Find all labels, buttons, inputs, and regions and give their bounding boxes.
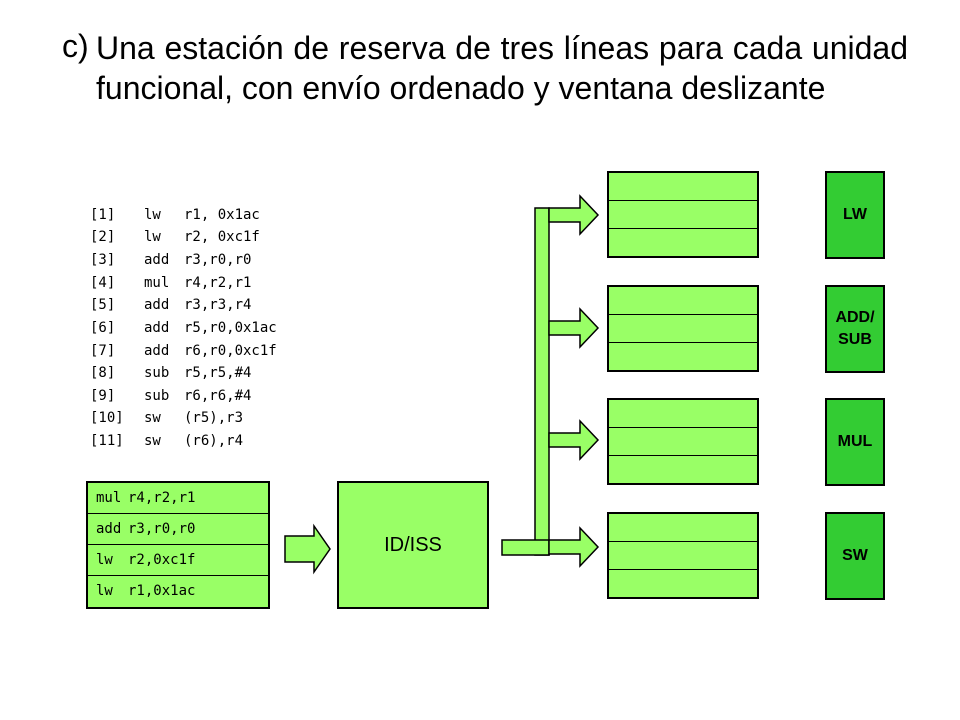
rs-entry bbox=[609, 542, 757, 570]
arrow-to-rs-addsub bbox=[548, 307, 600, 349]
opcode: add bbox=[144, 320, 170, 336]
slide-title: Una estación de reserva de tres líneas p… bbox=[96, 30, 908, 106]
operands: r1,0x1ac bbox=[128, 583, 196, 599]
rs-entry bbox=[609, 570, 757, 598]
line-number: [2] bbox=[90, 229, 116, 245]
functional-unit-addsub: ADD/ SUB bbox=[825, 285, 885, 373]
program-line: [3] add r3,r0,r0 bbox=[90, 249, 251, 271]
operands: r5,r5,#4 bbox=[184, 365, 252, 381]
operands: r6,r0,0xc1f bbox=[184, 343, 277, 359]
operands: r2,0xc1f bbox=[128, 552, 196, 568]
rs-entry bbox=[609, 456, 757, 484]
arrow-to-rs-sw bbox=[548, 526, 600, 568]
distribution-bus bbox=[534, 207, 550, 556]
functional-unit-label: MUL bbox=[837, 433, 873, 450]
line-number: [6] bbox=[90, 320, 116, 336]
opcode: add bbox=[144, 252, 170, 268]
opcode: sub bbox=[144, 365, 170, 381]
rs-entry bbox=[609, 315, 757, 343]
functional-unit-mul: MUL bbox=[825, 398, 885, 486]
operands: r6,r6,#4 bbox=[184, 388, 252, 404]
item-label: c) bbox=[62, 28, 89, 64]
opcode: add bbox=[144, 343, 170, 359]
functional-unit-label: LW bbox=[843, 206, 867, 223]
opcode: lw bbox=[144, 207, 161, 223]
program-line: [1] lw r1, 0x1ac bbox=[90, 204, 260, 226]
line-number: [10] bbox=[90, 410, 124, 426]
opcode: lw bbox=[96, 552, 113, 568]
issue-unit-label: ID/ISS bbox=[384, 533, 442, 556]
reservation-station-sw bbox=[607, 512, 759, 599]
queue-entry: lw r2,0xc1f bbox=[88, 545, 268, 576]
reservation-station-addsub bbox=[607, 285, 759, 372]
line-number: [9] bbox=[90, 388, 116, 404]
arrow-to-rs-mul bbox=[548, 419, 600, 461]
arrow-to-rs-lw bbox=[548, 194, 600, 236]
program-line: [10] sw (r5),r3 bbox=[90, 407, 243, 429]
opcode: mul bbox=[144, 275, 170, 291]
rs-entry bbox=[609, 343, 757, 371]
operands: r3,r3,r4 bbox=[184, 297, 252, 313]
program-line: [8] sub r5,r5,#4 bbox=[90, 362, 251, 384]
rs-entry bbox=[609, 229, 757, 257]
operands: r4,r2,r1 bbox=[184, 275, 252, 291]
opcode: lw bbox=[144, 229, 161, 245]
opcode: lw bbox=[96, 583, 113, 599]
line-number: [11] bbox=[90, 433, 124, 449]
functional-unit-sw: SW bbox=[825, 512, 885, 600]
operands: r1, 0x1ac bbox=[184, 207, 260, 223]
line-number: [5] bbox=[90, 297, 116, 313]
arrow-queue-to-issue bbox=[284, 523, 331, 575]
operands: r3,r0,r0 bbox=[184, 252, 252, 268]
rs-entry bbox=[609, 173, 757, 201]
program-line: [9] sub r6,r6,#4 bbox=[90, 385, 251, 407]
opcode: sw bbox=[144, 433, 161, 449]
line-number: [4] bbox=[90, 275, 116, 291]
rs-entry bbox=[609, 287, 757, 315]
program-line: [11] sw (r6),r4 bbox=[90, 430, 243, 452]
program-line: [2] lw r2, 0xc1f bbox=[90, 226, 260, 248]
operands: r5,r0,0x1ac bbox=[184, 320, 277, 336]
rs-entry bbox=[609, 514, 757, 542]
operands: r3,r0,r0 bbox=[128, 521, 196, 537]
reservation-station-mul bbox=[607, 398, 759, 485]
queue-entry: mul r4,r2,r1 bbox=[88, 483, 268, 514]
operands: r4,r2,r1 bbox=[128, 490, 196, 506]
line-number: [1] bbox=[90, 207, 116, 223]
program-line: [6] add r5,r0,0x1ac bbox=[90, 317, 277, 339]
opcode: sub bbox=[144, 388, 170, 404]
rs-entry bbox=[609, 400, 757, 428]
rs-entry bbox=[609, 201, 757, 229]
line-number: [3] bbox=[90, 252, 116, 268]
functional-unit-label: SW bbox=[842, 547, 868, 564]
program-line: [7] add r6,r0,0xc1f bbox=[90, 340, 277, 362]
opcode: add bbox=[144, 297, 170, 313]
program-line: [4] mul r4,r2,r1 bbox=[90, 272, 251, 294]
rs-entry bbox=[609, 428, 757, 456]
issue-to-bus-link bbox=[501, 539, 550, 556]
instruction-queue: mul r4,r2,r1 add r3,r0,r0 lw r2,0xc1f lw r1,… bbox=[86, 481, 270, 609]
issue-unit: ID/ISS bbox=[337, 481, 489, 609]
operands: (r6),r4 bbox=[184, 433, 244, 449]
functional-unit-label: ADD/ SUB bbox=[835, 309, 875, 348]
opcode: add bbox=[96, 521, 122, 537]
reservation-station-lw bbox=[607, 171, 759, 258]
operands: (r5),r3 bbox=[184, 410, 244, 426]
operands: r2, 0xc1f bbox=[184, 229, 260, 245]
functional-unit-lw: LW bbox=[825, 171, 885, 259]
queue-entry: lw r1,0x1ac bbox=[88, 576, 268, 607]
program-line: [5] add r3,r3,r4 bbox=[90, 294, 251, 316]
line-number: [7] bbox=[90, 343, 116, 359]
queue-entry: add r3,r0,r0 bbox=[88, 514, 268, 545]
opcode: mul bbox=[96, 490, 122, 506]
opcode: sw bbox=[144, 410, 161, 426]
line-number: [8] bbox=[90, 365, 116, 381]
